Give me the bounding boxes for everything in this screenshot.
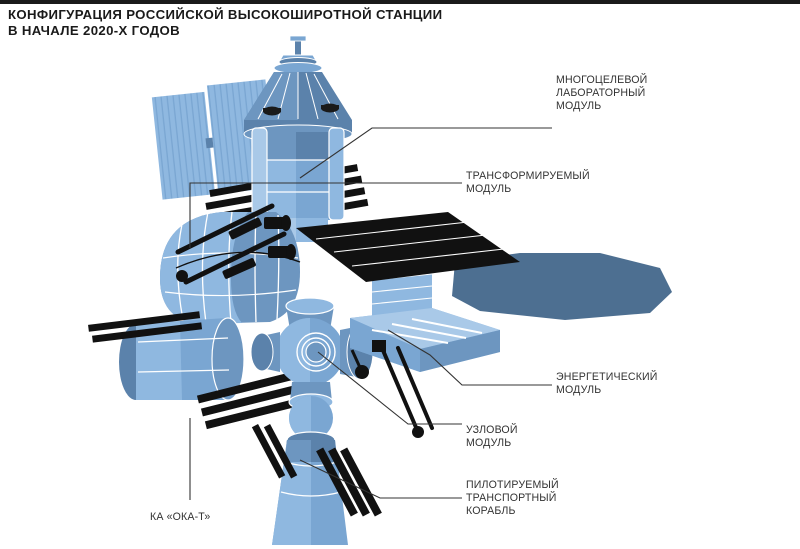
label-transformable-module: ТРАНСФОРМИРУЕМЫЙ МОДУЛЬ [466, 170, 590, 196]
leader-multipurpose-lab [299, 127, 552, 179]
label-crew-transport-ship: ПИЛОТИРУЕМЫЙ ТРАНСПОРТНЫЙ КОРАБЛЬ [466, 479, 559, 518]
crew-transport-ship [251, 423, 382, 545]
title-line-1: КОНФИГУРАЦИЯ РОССИЙСКОЙ ВЫСОКОШИРОТНОЙ С… [8, 7, 443, 22]
solar-array-dark-main [296, 212, 520, 282]
leader-power [387, 329, 552, 386]
label-oka-t-spacecraft: КА «ОКА-Т» [150, 511, 211, 523]
node-module [250, 297, 374, 440]
label-power-module: ЭНЕРГЕТИЧЕСКИЙ МОДУЛЬ [556, 371, 658, 397]
large-radiator-wing [452, 253, 672, 320]
leader-node [317, 351, 462, 425]
label-multipurpose-laboratory-module: МНОГОЦЕЛЕВОЙ ЛАБОРАТОРНЫЙ МОДУЛЬ [556, 74, 648, 113]
leader-lines [189, 127, 552, 500]
title-line-2: В НАЧАЛЕ 2020-Х ГОДОВ [8, 22, 180, 38]
leader-crew-transport [299, 459, 462, 499]
docking-nubs [264, 215, 296, 260]
leader-transformable [189, 182, 462, 248]
label-node-module: УЗЛОВОЙ МОДУЛЬ [466, 424, 518, 450]
top-rule-divider [0, 0, 800, 4]
multipurpose-laboratory-module [243, 35, 353, 242]
page-title: КОНФИГУРАЦИЯ РОССИЙСКОЙ ВЫСОКОШИРОТНОЙ С… [8, 7, 568, 38]
transformable-module [160, 203, 301, 324]
power-module [296, 212, 520, 438]
